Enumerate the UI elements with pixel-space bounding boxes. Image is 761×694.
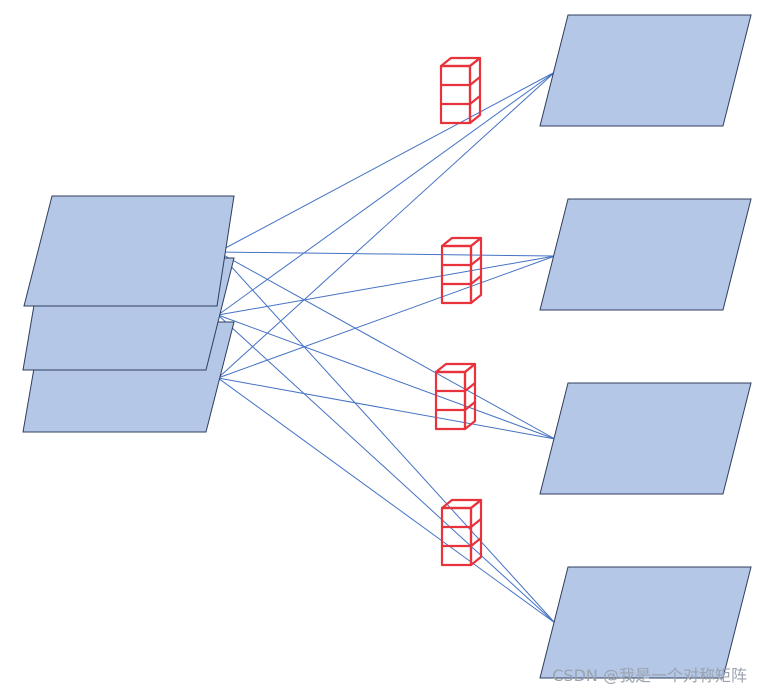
connection-line-4 (217, 71, 556, 316)
convolution-kernel-2 (440, 236, 483, 305)
output-feature-maps (539, 14, 752, 679)
convolution-kernel-4 (440, 498, 483, 567)
connection-line-9 (217, 251, 556, 257)
connection-line-5 (217, 255, 556, 316)
convolution-kernel-1 (439, 56, 482, 125)
watermark: CSDN @我是一个对称矩阵 (552, 666, 747, 685)
connection-line-11 (217, 251, 556, 624)
convolution-kernels (434, 56, 483, 567)
convolution-kernel-3 (434, 362, 477, 431)
input-feature-map-3 (23, 195, 235, 307)
connection-line-3 (217, 377, 556, 624)
output-feature-map-3 (539, 382, 752, 495)
connection-line-6 (217, 314, 556, 440)
connection-line-2 (217, 377, 556, 440)
output-feature-map-4 (539, 566, 752, 679)
output-feature-map-2 (539, 198, 752, 311)
connection-line-10 (217, 251, 556, 440)
connection-lines (217, 71, 556, 624)
connection-line-1 (217, 255, 556, 379)
connection-line-8 (217, 71, 556, 253)
output-feature-map-1 (539, 14, 752, 127)
connection-line-0 (217, 71, 556, 379)
connection-line-7 (217, 314, 556, 624)
input-feature-maps (22, 195, 235, 433)
